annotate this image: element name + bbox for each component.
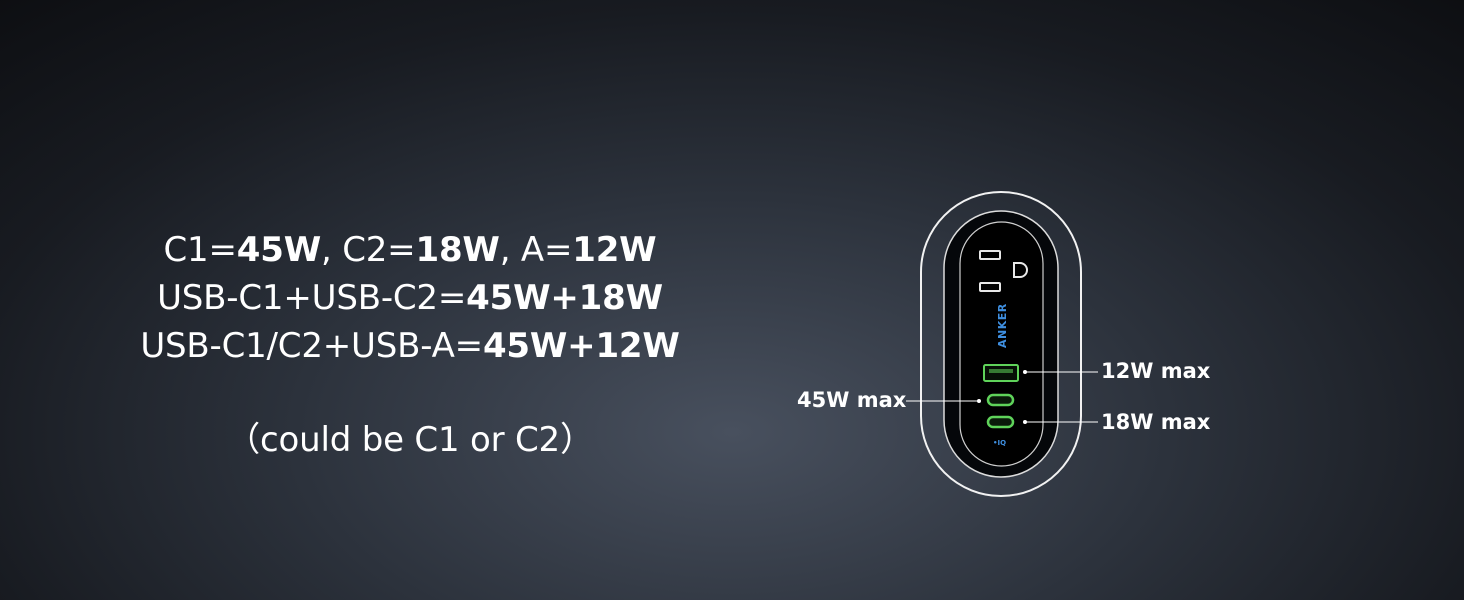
spec-line-c-a: USB-C1/C2+USB-A=45W+12W bbox=[140, 326, 680, 366]
ac-outlet-slot-bottom bbox=[979, 282, 1001, 292]
label-usb-c2-max: 18W max bbox=[1101, 410, 1211, 434]
ac-outlet-slot-top bbox=[979, 250, 1001, 260]
callout-dot-usb-a bbox=[1023, 370, 1027, 374]
callout-dot-usb-c2 bbox=[1023, 420, 1027, 424]
charger-outer-outline bbox=[920, 191, 1082, 497]
usb-a-port-tongue bbox=[989, 369, 1013, 373]
spec-line-single-port: C1=45W, C2=18W, A=12W bbox=[163, 230, 657, 270]
label-usb-a-max: 12W max bbox=[1101, 359, 1211, 383]
brand-logo: ANKER bbox=[996, 303, 1009, 348]
callout-dot-usb-c1 bbox=[977, 399, 981, 403]
spec-note: （could be C1 or C2） bbox=[226, 420, 594, 460]
usb-c1-port bbox=[986, 393, 1015, 407]
spec-line-c1-c2: USB-C1+USB-C2=45W+18W bbox=[157, 278, 663, 318]
power-spec-text: C1=45W, C2=18W, A=12W USB-C1+USB-C2=45W+… bbox=[105, 226, 715, 464]
usb-c2-port bbox=[986, 415, 1015, 429]
poweriq-mark: •IQ bbox=[993, 439, 1006, 447]
label-usb-c1-max: 45W max bbox=[797, 388, 907, 412]
ac-outlet-ground bbox=[1013, 262, 1028, 278]
